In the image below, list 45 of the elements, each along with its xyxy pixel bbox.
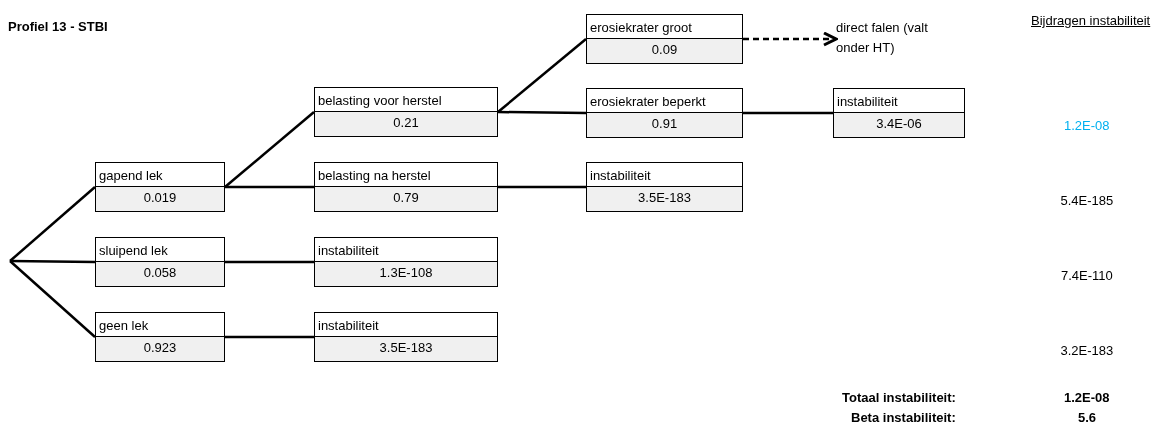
- probability-value: 1.3E-108: [315, 262, 497, 286]
- total-label: Totaal instabiliteit:: [842, 389, 956, 407]
- event-box: [833, 88, 965, 138]
- contribution-value: 3.2E-183: [1060, 342, 1114, 360]
- total-value: 1.2E-08: [1064, 389, 1110, 407]
- event-box: [95, 237, 225, 287]
- branch-line: [9, 260, 96, 338]
- outcome-text: direct falen (valt onder HT): [836, 18, 948, 60]
- contribution-value: 5.4E-185: [1060, 192, 1114, 210]
- event-box: [314, 162, 498, 212]
- branch-line: [743, 111, 833, 115]
- probability-value: 0.058: [96, 262, 224, 286]
- branch-line: [9, 186, 96, 262]
- probability-value: 3.5E-183: [315, 337, 497, 361]
- event-box: [586, 88, 743, 138]
- probability-value: 0.79: [315, 187, 497, 211]
- event-box: [586, 162, 743, 212]
- contribution-value: 7.4E-110: [1061, 267, 1113, 285]
- event-box: [586, 14, 743, 64]
- probability-value: 3.5E-183: [587, 187, 742, 211]
- column-heading: Bijdragen instabiliteit: [1031, 12, 1151, 30]
- diagram-title: Profiel 13 - STBI: [8, 18, 108, 36]
- probability-value: 0.91: [587, 113, 742, 137]
- branch-line: [10, 259, 95, 264]
- branch-line: [225, 185, 314, 189]
- branch-line: [498, 110, 586, 115]
- probability-value: 0.09: [587, 39, 742, 63]
- branch-line: [225, 260, 314, 264]
- probability-value: 0.21: [315, 112, 497, 136]
- branch-line: [497, 38, 587, 113]
- branch-line: [225, 335, 314, 339]
- event-box: [314, 237, 498, 287]
- contribution-value: 1.2E-08: [1064, 117, 1110, 135]
- event-box: [314, 312, 498, 362]
- beta-value: 5.6: [1078, 409, 1097, 427]
- branch-line: [498, 185, 586, 189]
- beta-label: Beta instabiliteit:: [851, 409, 956, 427]
- branch-line: [224, 111, 315, 188]
- event-box: [314, 87, 498, 137]
- event-box: [95, 162, 225, 212]
- probability-value: 0.923: [96, 337, 224, 361]
- arrow: [743, 31, 838, 47]
- probability-value: 0.019: [96, 187, 224, 211]
- probability-value: 3.4E-06: [834, 113, 964, 137]
- event-box: [95, 312, 225, 362]
